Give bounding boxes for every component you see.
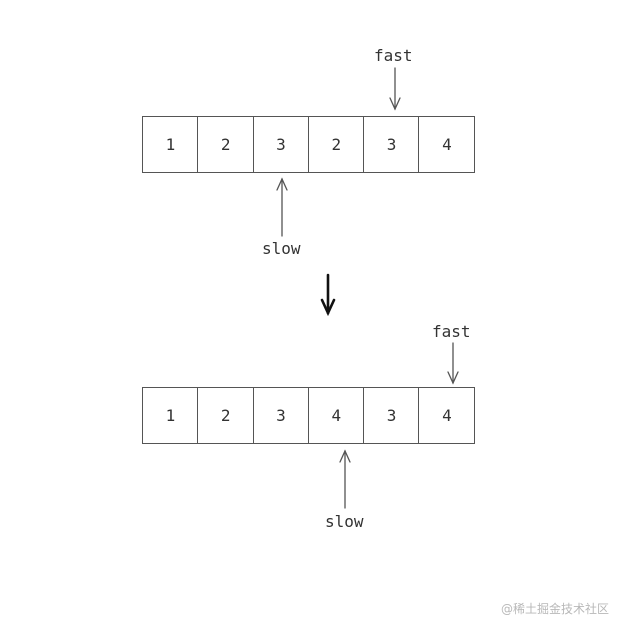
array-cell: 2	[197, 116, 255, 173]
array-cell: 3	[363, 387, 420, 444]
array-cell: 1	[142, 387, 199, 444]
top-fast-pointer-arrow	[389, 67, 401, 111]
top-slow-pointer-arrow	[276, 177, 288, 237]
array-cell: 2	[197, 387, 255, 444]
top-array: 1 2 3 2 3 4	[142, 116, 483, 173]
bottom-fast-pointer-arrow	[447, 342, 459, 385]
top-slow-label: slow	[262, 239, 301, 258]
array-cell: 2	[307, 116, 365, 173]
transition-down-arrow	[320, 273, 336, 317]
array-cell: 3	[363, 116, 420, 173]
bottom-slow-label: slow	[325, 512, 364, 531]
bottom-array: 1 2 3 4 3 4	[142, 387, 483, 444]
array-cell: 4	[418, 116, 476, 173]
bottom-slow-pointer-arrow	[339, 449, 351, 509]
array-cell: 3	[252, 116, 310, 173]
array-cell: 1	[142, 116, 199, 173]
array-cell: 4	[418, 387, 476, 444]
array-cell: 4	[307, 387, 365, 444]
watermark: @稀土掘金技术社区	[500, 602, 609, 616]
array-cell: 3	[252, 387, 310, 444]
bottom-fast-label: fast	[432, 322, 471, 341]
top-fast-label: fast	[374, 46, 413, 65]
